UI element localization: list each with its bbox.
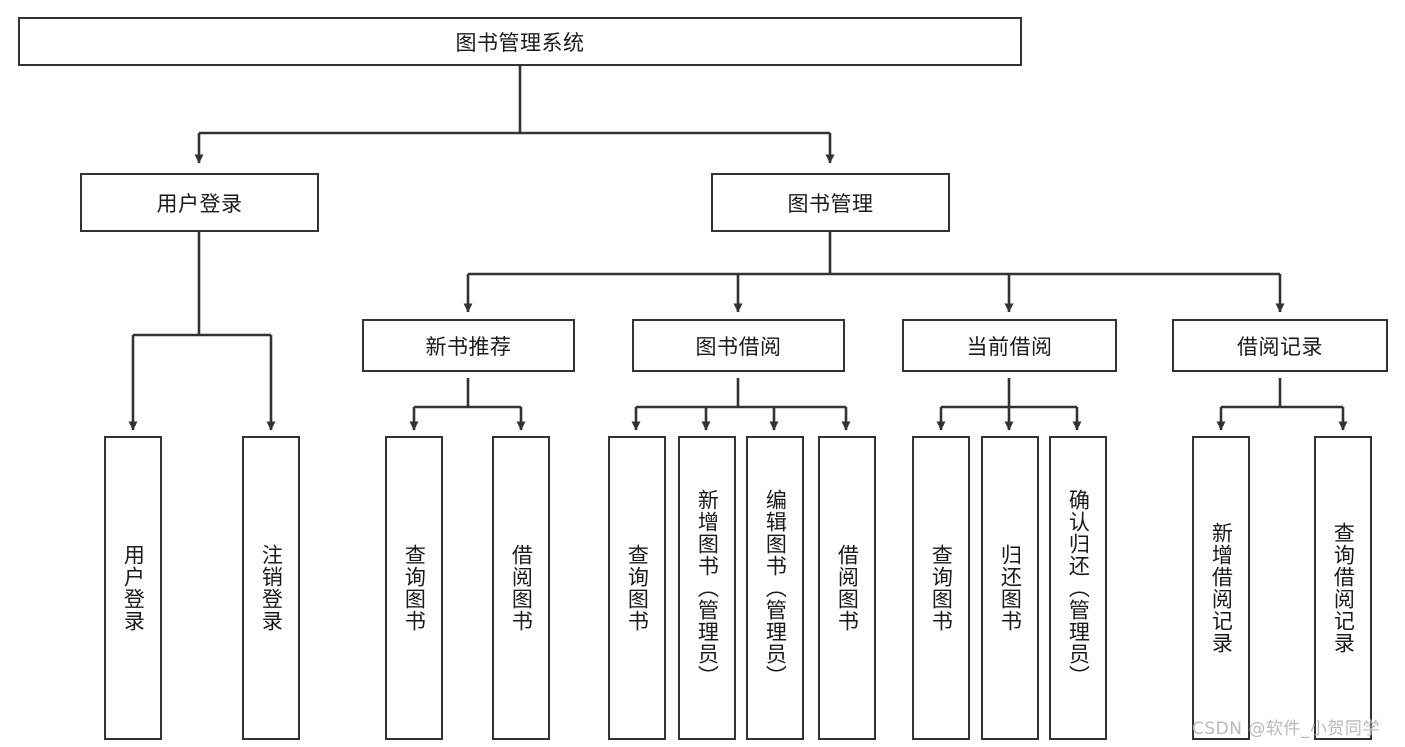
- node-root-system[interactable]: 图书管理系统: [18, 17, 1022, 66]
- leaf-label: 用户登录: [121, 544, 146, 632]
- leaf-current-return-book[interactable]: 归还图书: [981, 436, 1039, 740]
- node-user-login[interactable]: 用户登录: [80, 173, 319, 232]
- leaf-label: 新增图书（管理员）: [695, 489, 720, 687]
- leaf-label: 查询借阅记录: [1331, 522, 1356, 654]
- leaf-label: 新增借阅记录: [1209, 522, 1234, 654]
- leaf-records-query-record[interactable]: 查询借阅记录: [1314, 436, 1372, 740]
- leaf-label: 借阅图书: [835, 544, 860, 632]
- leaf-recommend-borrow-book[interactable]: 借阅图书: [492, 436, 550, 740]
- leaf-label: 查询图书: [402, 544, 427, 632]
- leaf-label: 查询图书: [625, 544, 650, 632]
- leaf-user-login-login[interactable]: 用户登录: [104, 436, 162, 740]
- node-current-borrow[interactable]: 当前借阅: [902, 319, 1117, 372]
- csdn-watermark: CSDN @软件_小贺同学: [1192, 719, 1380, 739]
- leaf-label: 确认归还（管理员）: [1066, 489, 1091, 687]
- leaf-borrow-edit-book-admin[interactable]: 编辑图书（管理员）: [746, 436, 804, 740]
- leaf-current-query-book[interactable]: 查询图书: [912, 436, 970, 740]
- node-borrow-records[interactable]: 借阅记录: [1172, 319, 1388, 372]
- leaf-borrow-query-book[interactable]: 查询图书: [608, 436, 666, 740]
- node-book-management[interactable]: 图书管理: [711, 173, 950, 232]
- leaf-borrow-add-book-admin[interactable]: 新增图书（管理员）: [678, 436, 736, 740]
- leaf-label: 注销登录: [259, 544, 284, 632]
- leaf-label: 查询图书: [929, 544, 954, 632]
- leaf-borrow-borrow-book[interactable]: 借阅图书: [818, 436, 876, 740]
- node-new-book-recommend[interactable]: 新书推荐: [362, 319, 575, 372]
- leaf-current-confirm-return-admin[interactable]: 确认归还（管理员）: [1049, 436, 1107, 740]
- leaf-recommend-query-book[interactable]: 查询图书: [385, 436, 443, 740]
- leaf-user-login-logout[interactable]: 注销登录: [242, 436, 300, 740]
- leaf-records-add-record[interactable]: 新增借阅记录: [1192, 436, 1250, 740]
- node-book-borrow[interactable]: 图书借阅: [632, 319, 845, 372]
- leaf-label: 编辑图书（管理员）: [763, 489, 788, 687]
- leaf-label: 归还图书: [998, 544, 1023, 632]
- leaf-label: 借阅图书: [509, 544, 534, 632]
